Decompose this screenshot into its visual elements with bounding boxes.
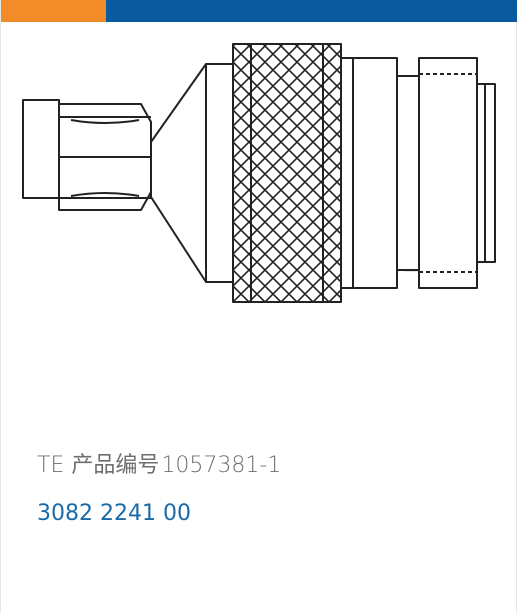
rf-connector-adapter-drawing-icon: TE	[22, 43, 496, 303]
part-number-line: TE 产品编号1057381-1	[37, 452, 281, 480]
product-image[interactable]: TE	[1, 22, 517, 322]
accent-bar	[1, 0, 517, 22]
accent-bar-orange	[1, 0, 106, 22]
accent-bar-blue	[106, 0, 517, 22]
part-number-label: TE 产品编号	[37, 453, 160, 478]
part-number-value: 1057381-1	[161, 453, 282, 478]
alt-part-number-link[interactable]: 3082 2241 00	[37, 501, 191, 526]
